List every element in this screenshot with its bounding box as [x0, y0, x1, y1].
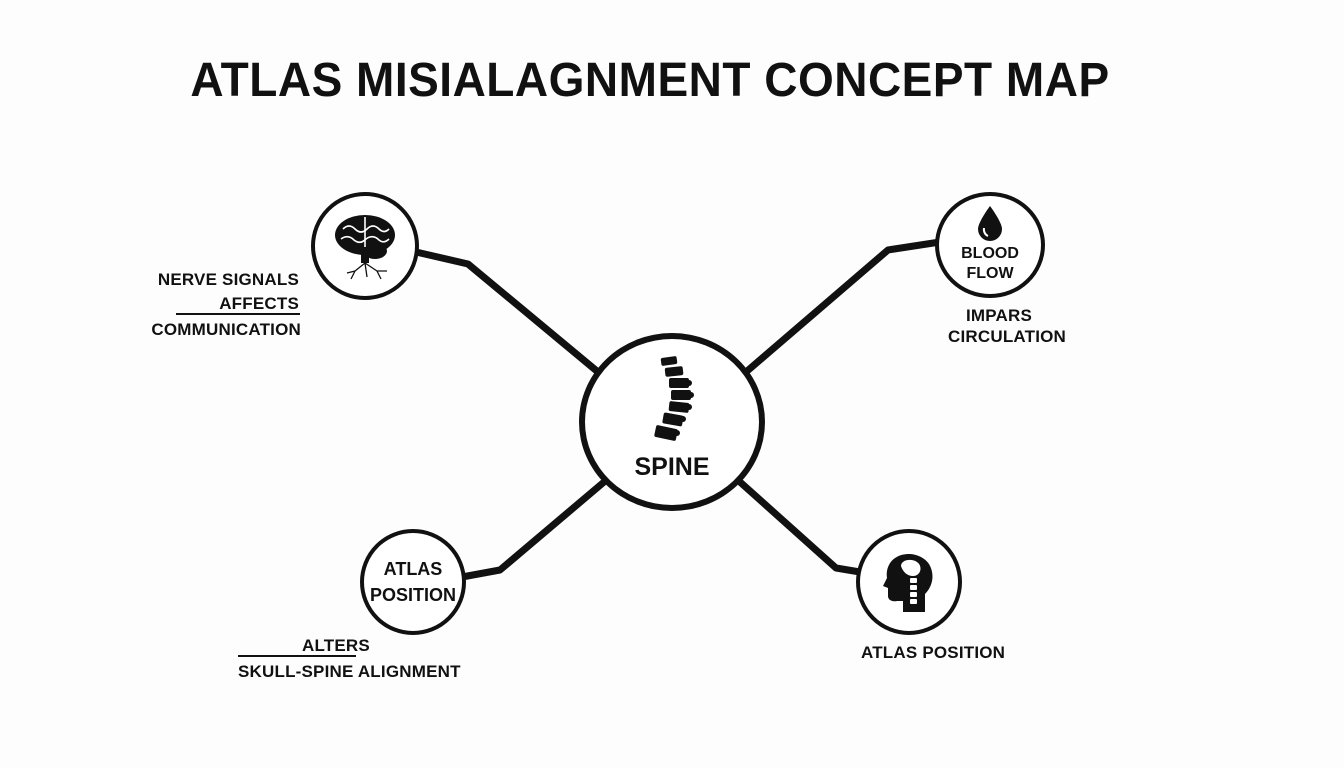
link-blood	[742, 238, 944, 376]
blood-label-line-2: CIRCULATION	[948, 327, 1067, 346]
node-atlas-position-right	[856, 529, 962, 635]
spine-label: SPINE	[634, 452, 710, 481]
nerve-label-line-2: AFFECTS	[219, 294, 299, 313]
blood-flow-inner-label: BLOOD FLOW	[961, 245, 1019, 282]
nerve-label-line-3: COMMUNICATION	[151, 320, 301, 339]
link-atlas-left	[458, 478, 608, 581]
link-atlas-right	[736, 478, 864, 576]
head-spine-icon	[883, 554, 933, 612]
atlas-left-label-line-2: SKULL-SPINE ALIGNMENT	[238, 662, 461, 681]
spine-icon	[654, 355, 694, 441]
atlas-left-divider	[238, 655, 356, 657]
atlas-left-label-line-1: ALTERS	[302, 636, 370, 655]
node-spine-center: SPINE	[579, 333, 765, 511]
blood-drop-icon	[978, 206, 1002, 241]
node-nerve-signals	[311, 192, 419, 300]
link-nerve	[412, 248, 602, 376]
node-blood-flow: BLOOD FLOW	[935, 192, 1045, 298]
node-atlas-position-left: ATLAS POSITION	[360, 529, 466, 635]
atlas-left-inner-line-1: ATLAS	[383, 559, 443, 579]
blood-label-line-1: IMPARS	[966, 306, 1033, 325]
brain-icon	[335, 215, 395, 280]
atlas-right-label: ATLAS POSITION	[861, 643, 1006, 662]
page-title: ATLAS MISIALAGNMENT CONCEPT MAP	[190, 51, 1110, 107]
atlas-left-inner-line-2: POSITION	[369, 585, 456, 605]
nerve-label-line-1: NERVE SIGNALS	[157, 270, 299, 289]
nerve-divider	[176, 313, 300, 315]
